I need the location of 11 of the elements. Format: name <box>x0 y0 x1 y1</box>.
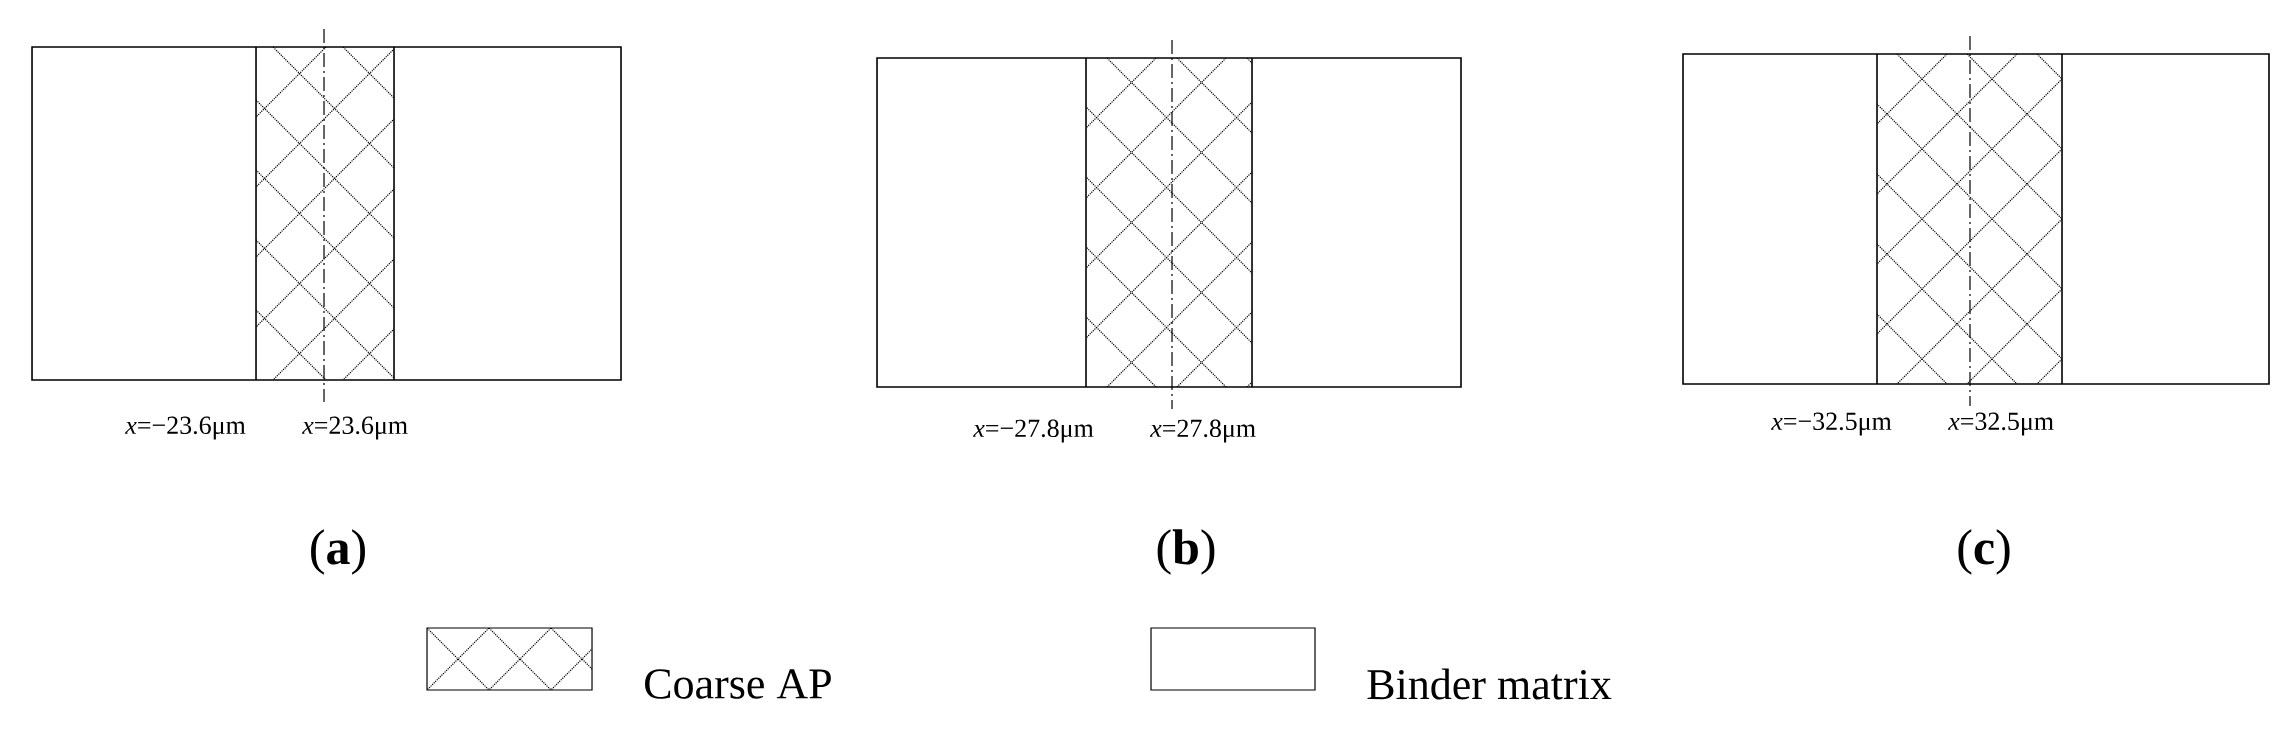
dimension-label: x=−32.5μm <box>1770 412 1892 436</box>
dimension-label: x=23.6μm <box>301 416 408 440</box>
dimension-label: x=−27.8μm <box>972 419 1094 443</box>
panel-label: (c) <box>1958 529 2010 575</box>
panel-label: (b) <box>1157 529 1215 575</box>
dimension-label: x=27.8μm <box>1149 419 1256 443</box>
dimension-label: x=−23.6μm <box>125 416 246 440</box>
legend-label: Binder matrix <box>1367 668 1612 700</box>
dimension-label: x=32.5μm <box>1947 412 2054 436</box>
panel-label: (a) <box>311 529 365 575</box>
legend-label: Coarse AP <box>645 669 831 699</box>
